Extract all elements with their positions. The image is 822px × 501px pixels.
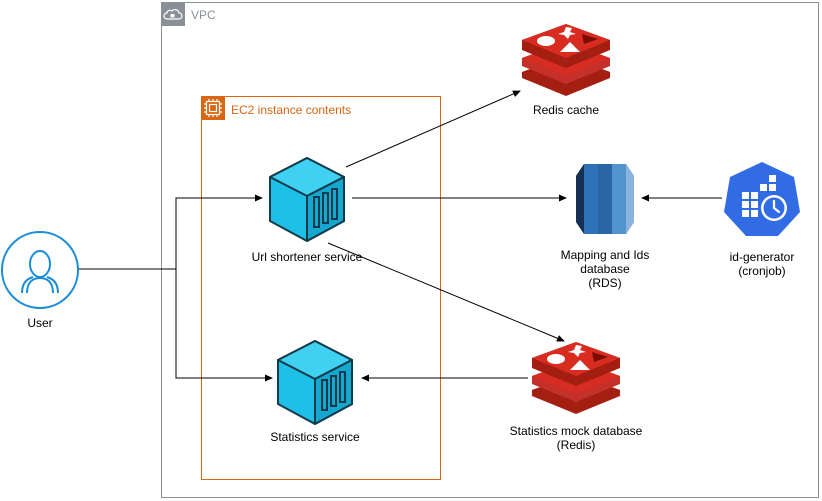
mapping-db-label-line: (RDS) xyxy=(588,276,622,290)
chip-icon xyxy=(204,99,222,117)
redis-cache-label: Redis cache xyxy=(532,103,600,117)
shortener-to-stats-db-edge xyxy=(327,242,565,342)
redis-icon xyxy=(522,24,610,96)
shortener-to-redis-cache-edge xyxy=(345,90,521,168)
ec2-group xyxy=(201,96,441,480)
redis-icon xyxy=(532,342,620,414)
container-icon xyxy=(277,340,353,425)
mapping-db-label-line: Mapping and Ids xyxy=(560,248,650,262)
vpc-label: VPC xyxy=(191,8,216,22)
id-generator-label-line: (cronjob) xyxy=(738,264,786,278)
id-generator-label: id-generator (cronjob) xyxy=(712,250,812,278)
user-to-statistics-edge xyxy=(175,269,273,382)
stats-db-label-line: (Redis) xyxy=(556,438,596,452)
mapping-db-label-line: database xyxy=(580,262,630,276)
cloud-lock-icon xyxy=(163,9,183,20)
id-generator-label-line: id-generator xyxy=(729,250,795,264)
statistics-service-label: Statistics service xyxy=(270,430,360,444)
url-shortener-label: Url shortener service xyxy=(251,250,363,264)
stats-db-label: Statistics mock database (Redis) xyxy=(496,424,656,452)
mapping-db-label: Mapping and Ids database (RDS) xyxy=(535,248,675,290)
vpc-group xyxy=(161,2,819,498)
ec2-label: EC2 instance contents xyxy=(231,103,352,117)
user-icon xyxy=(1,231,79,309)
database-icon xyxy=(576,164,634,234)
user-to-shortener-edge xyxy=(78,194,263,270)
stats-db-label-line: Statistics mock database xyxy=(509,424,643,438)
user-label: User xyxy=(27,316,53,330)
container-icon xyxy=(269,157,345,242)
cronjob-icon xyxy=(724,162,800,236)
